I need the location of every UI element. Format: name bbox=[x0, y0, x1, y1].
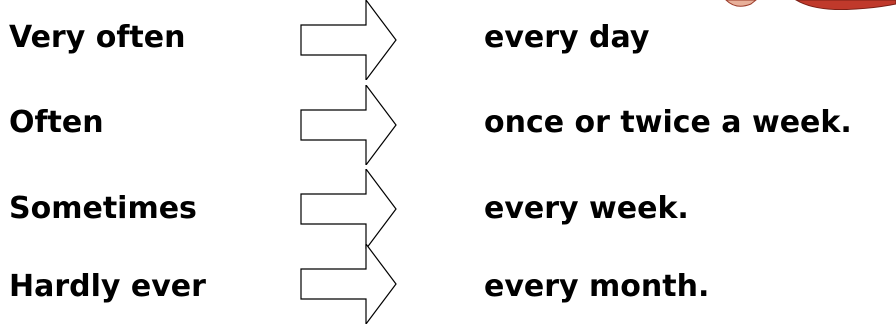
frequency-term: Very often bbox=[9, 20, 186, 55]
frequency-term: Sometimes bbox=[9, 191, 197, 226]
frequency-meaning: once or twice a week. bbox=[484, 105, 852, 140]
cartoon-image-fragment bbox=[725, 0, 896, 10]
frequency-term: Hardly ever bbox=[9, 269, 206, 304]
right-arrow-icon bbox=[300, 0, 397, 80]
right-arrow-icon bbox=[300, 85, 397, 165]
frequency-meaning: every week. bbox=[484, 191, 689, 226]
frequency-term: Often bbox=[9, 105, 104, 140]
frequency-row: Often once or twice a week. bbox=[0, 85, 896, 165]
frequency-row: Very often every day bbox=[0, 0, 896, 80]
frequency-row: Sometimes every week. bbox=[0, 169, 896, 249]
right-arrow-icon bbox=[300, 244, 397, 324]
right-arrow-icon bbox=[300, 169, 397, 249]
frequency-row: Hardly ever every month. bbox=[0, 244, 896, 324]
frequency-meaning: every month. bbox=[484, 269, 710, 304]
frequency-meaning: every day bbox=[484, 20, 650, 55]
